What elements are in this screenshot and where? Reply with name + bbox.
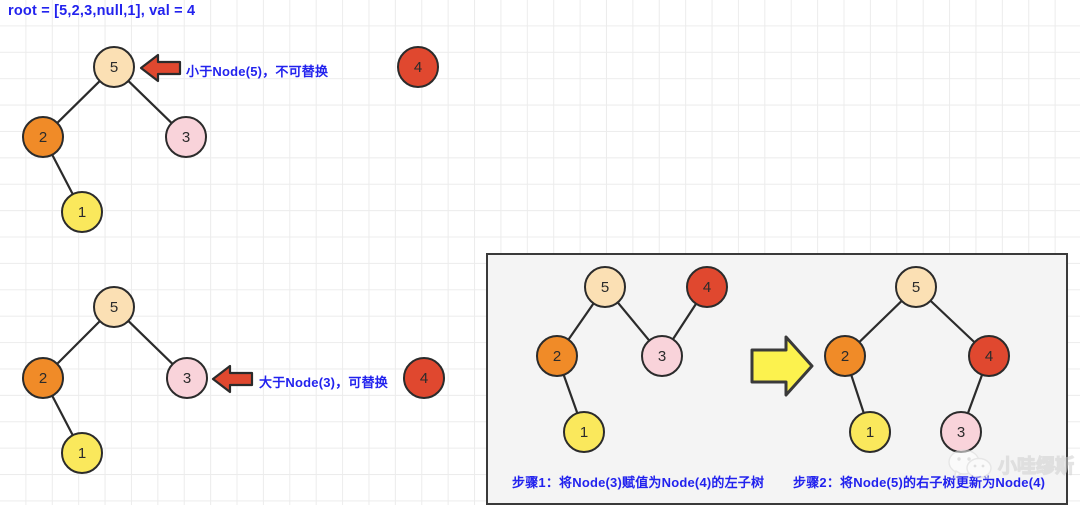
panel-after-tree-node-2: 2 (824, 335, 866, 377)
page-title: root = [5,2,3,null,1], val = 4 (8, 3, 196, 19)
tree-edge (562, 373, 579, 415)
tree-edge (567, 302, 595, 341)
tree-edge (127, 319, 174, 366)
tree-edge (616, 301, 651, 342)
tree-edge (56, 320, 101, 365)
tree-edge (671, 302, 698, 341)
tree-edges (51, 79, 984, 437)
panel-before-tree-node-2: 2 (536, 335, 578, 377)
bottom-tree-node-2: 2 (22, 357, 64, 399)
top-tree-node-5: 5 (93, 46, 135, 88)
tree-edge (127, 79, 173, 125)
red-arrow-bottom-icon (211, 364, 254, 394)
annotation-top-case: 小于Node(5)，不可替换 (186, 64, 329, 79)
tree-edge (51, 394, 74, 437)
bottom-tree-node-5: 5 (93, 286, 135, 328)
top-tree-node-2: 2 (22, 116, 64, 158)
step2-label: 步骤2：将Node(5)的右子树更新为Node(4) (793, 475, 1046, 490)
panel-after-tree-node-1: 1 (849, 411, 891, 453)
step1-label: 步骤1：将Node(3)赋值为Node(4)的左子树 (512, 475, 765, 490)
panel-before-tree-node-1: 1 (563, 411, 605, 453)
red-arrow-top-icon (139, 53, 182, 83)
panel-before-tree-node-5: 5 (584, 266, 626, 308)
panel-after-tree-node-5: 5 (895, 266, 937, 308)
panel-after-tree-node-3: 3 (940, 411, 982, 453)
yellow-transform-arrow-icon (750, 335, 814, 397)
annotation-bottom-case: 大于Node(3)，可替换 (259, 375, 388, 390)
top-tree-node-3: 3 (165, 116, 207, 158)
candidate-node-bottom: 4 (403, 357, 445, 399)
tree-edge (56, 79, 101, 125)
top-tree-node-1: 1 (61, 191, 103, 233)
panel-before-tree-node-3: 3 (641, 335, 683, 377)
candidate-node-top: 4 (397, 46, 439, 88)
panel-before-tree-node-4: 4 (686, 266, 728, 308)
panel-after-tree-node-4: 4 (968, 335, 1010, 377)
bottom-tree-node-1: 1 (61, 432, 103, 474)
tree-edge (850, 373, 865, 415)
tree-edge (51, 153, 74, 196)
tree-edge (929, 299, 976, 344)
tree-edge (966, 373, 984, 415)
tree-edge (858, 299, 903, 344)
bottom-tree-node-3: 3 (166, 357, 208, 399)
